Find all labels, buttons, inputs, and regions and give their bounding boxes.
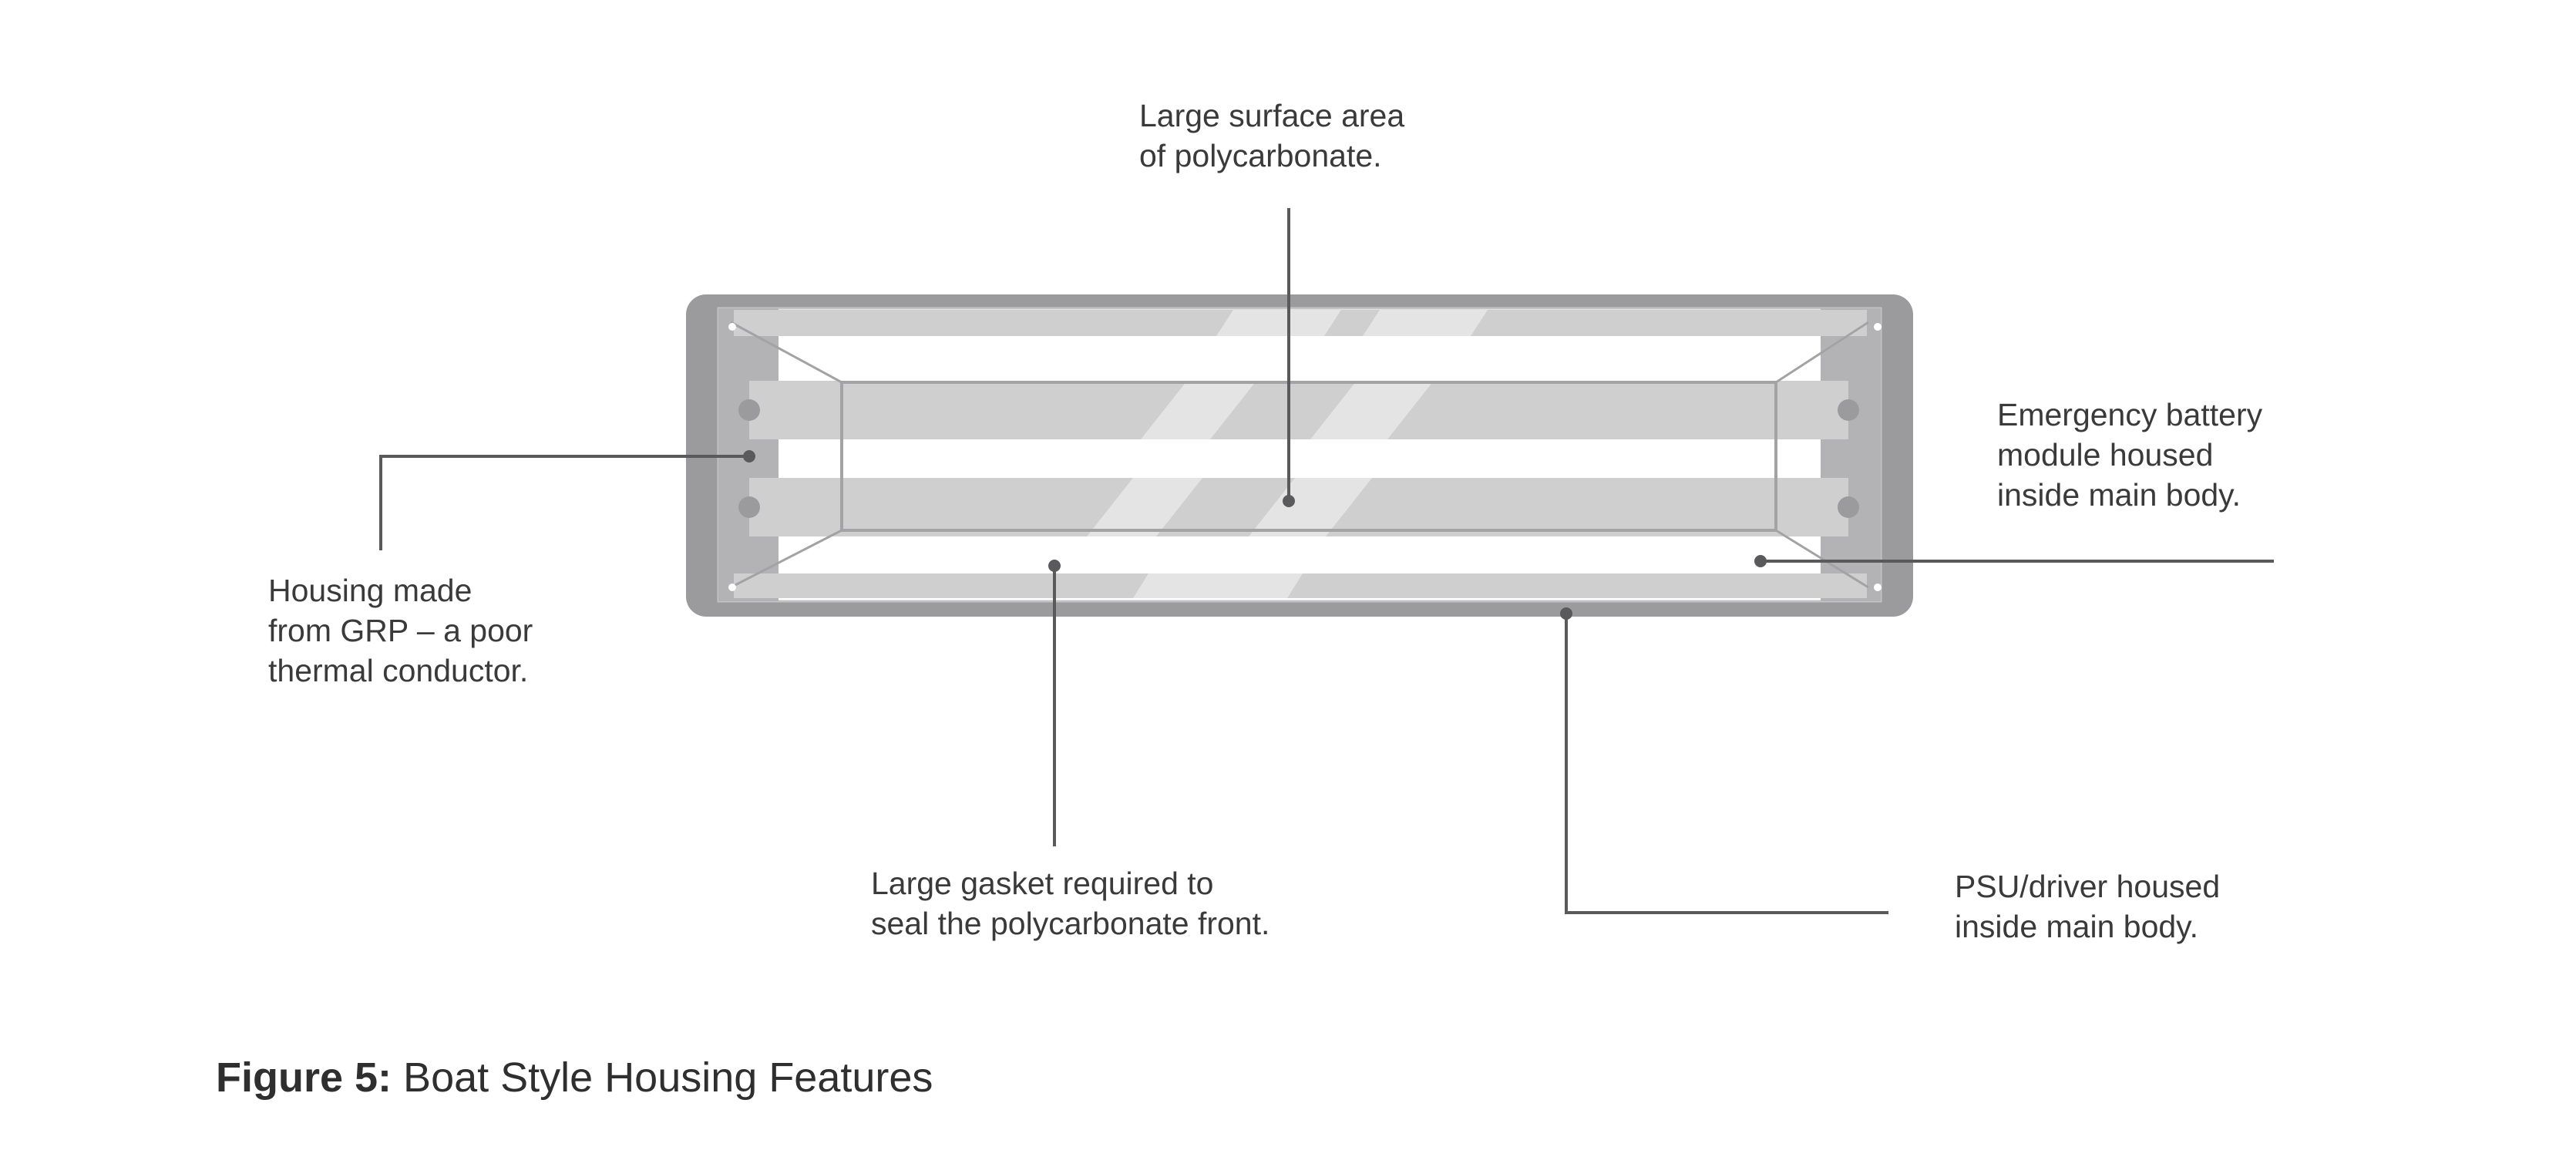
callout-line: thermal conductor. (268, 653, 529, 688)
led-tube-upper (749, 381, 1848, 439)
callout-line: Large gasket required to (871, 866, 1214, 901)
polycarbonate-highlights (1087, 310, 1488, 598)
perspective-lines (730, 321, 1869, 589)
leader-line-psu (1565, 614, 1888, 914)
tube-notch-left-lower (738, 496, 760, 518)
callout-line: Large surface area (1139, 98, 1405, 133)
callout-line: inside main body. (1955, 909, 2199, 944)
figure-caption: Figure 5: Boat Style Housing Features (216, 1051, 933, 1104)
callout-line: seal the polycarbonate front. (871, 906, 1270, 941)
polycarbonate-front (840, 381, 1777, 532)
leader-dot-surface (1283, 495, 1295, 507)
callout-line: from GRP – a poor (268, 613, 533, 648)
callout-line: Housing made (268, 573, 472, 608)
tube-notch-left-upper (738, 399, 760, 421)
bottom-rail (734, 573, 1867, 598)
callout-large-gasket: Large gasket required to seal the polyca… (871, 863, 1270, 943)
corner-screws (728, 323, 1882, 591)
tube-notch-right-lower (1838, 496, 1859, 518)
figure-caption-prefix: Figure 5: (216, 1054, 392, 1101)
tube-notch-right-upper (1838, 399, 1859, 421)
callout-housing-grp: Housing made from GRP – a poor thermal c… (268, 570, 533, 691)
callout-surface-area: Large surface area of polycarbonate. (1139, 96, 1404, 176)
callout-line: of polycarbonate. (1139, 138, 1382, 173)
leader-line-housing (379, 455, 749, 550)
callout-line: inside main body. (1997, 477, 2241, 513)
callout-psu-driver: PSU/driver housed inside main body. (1955, 866, 2220, 947)
leader-dot-housing (743, 450, 755, 462)
right-end-cap (1821, 308, 1881, 601)
housing-inner-body (717, 307, 1882, 603)
callout-line: PSU/driver housed (1955, 869, 2221, 904)
leader-dot-psu (1560, 607, 1572, 620)
callout-line: module housed (1997, 437, 2214, 473)
leader-dot-battery (1754, 555, 1767, 567)
callout-emergency-battery: Emergency battery module housed inside m… (1997, 395, 2262, 515)
callout-line: Emergency battery (1997, 397, 2263, 432)
leader-dot-gasket (1048, 560, 1061, 572)
figure-caption-text: Boat Style Housing Features (403, 1054, 933, 1101)
